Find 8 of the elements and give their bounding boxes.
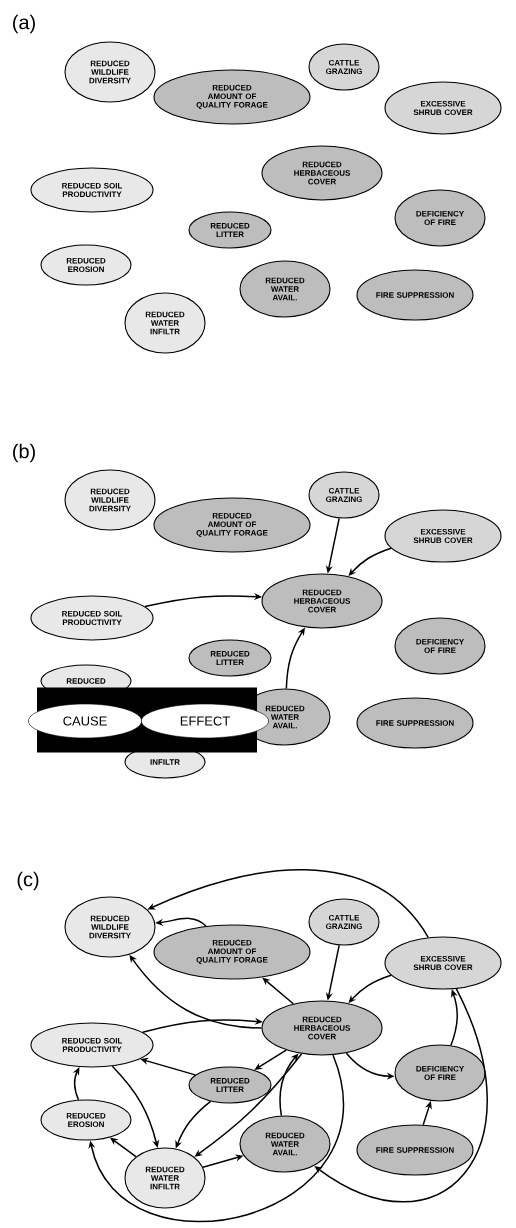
panel-label: (c) — [17, 871, 39, 891]
arrow — [88, 1054, 344, 1222]
arrow — [314, 988, 488, 1203]
panel-label: (a) — [13, 14, 35, 34]
arrow — [422, 1101, 432, 1126]
panel-label: (b) — [13, 443, 35, 463]
arrow — [262, 977, 295, 1005]
arrow — [72, 1067, 80, 1101]
